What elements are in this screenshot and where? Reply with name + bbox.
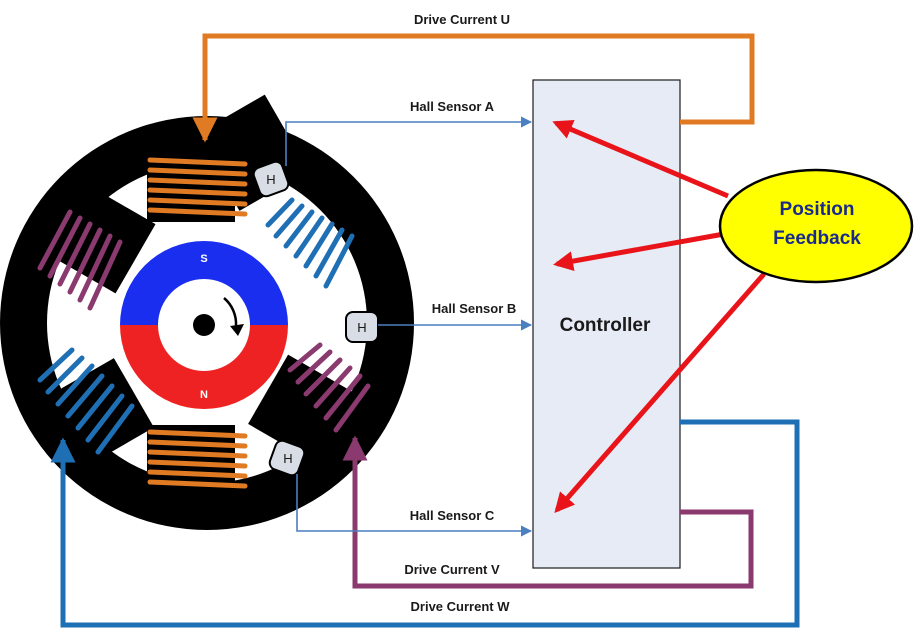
hall-sensor-c: H [268,439,306,477]
feedback-arrow-c [554,272,766,514]
controller-block: Controller [532,79,681,569]
rotor-south-label: S [200,253,207,265]
controller-label: Controller [560,315,651,336]
position-feedback-line2: Feedback [773,228,861,249]
hall-sensor-b-letter: H [357,320,366,335]
coil-v-top-left [37,209,123,311]
drive-current-v-wire [342,435,754,589]
coil-w-top-right [265,197,355,289]
stator-teeth [44,94,358,505]
drive-current-u-wire [192,33,755,143]
drive-current-w-label: Drive Current W [411,599,511,614]
position-feedback-bubble: Position Feedback [718,168,914,284]
hall-sensor-a-label: Hall Sensor A [410,99,495,114]
hall-sensor-c-label: Hall Sensor C [410,508,495,523]
rotor-north-label: N [200,389,208,401]
hall-sensor-a-letter: H [266,172,275,187]
hall-sensor-c-line [296,474,533,537]
feedback-arrow-b [553,231,725,272]
motor: S N H H H [0,94,414,530]
drive-current-u-label: Drive Current U [414,12,510,27]
stator-tooth-bottom-right [248,354,358,464]
hall-sensor-b: H [345,311,379,343]
position-feedback-line1: Position [780,199,855,220]
rotor: S N [120,241,288,409]
hall-sensor-b-label: Hall Sensor B [432,301,517,316]
hall-sensor-a-line [285,116,533,166]
position-feedback-ellipse [718,168,914,284]
rotation-arrow-icon [223,297,238,327]
drive-current-v-label: Drive Current V [404,562,500,577]
hall-sensor-c-letter: H [283,451,292,466]
stator-tooth-top-left [46,184,156,294]
coil-w-bottom-left [37,347,135,455]
feedback-arrow-a [552,120,729,199]
rotor-south-half [120,241,288,325]
drive-current-w-wire [50,419,800,628]
coil-u-top [147,157,248,217]
controller-box [532,79,681,569]
hall-sensor-a: H [252,160,290,198]
feedback-arrows [552,120,766,514]
coil-v-bottom-right [287,342,371,433]
coil-u-bottom [147,429,248,489]
rotor-north-half [120,325,288,409]
rotor-shaft [193,314,215,336]
